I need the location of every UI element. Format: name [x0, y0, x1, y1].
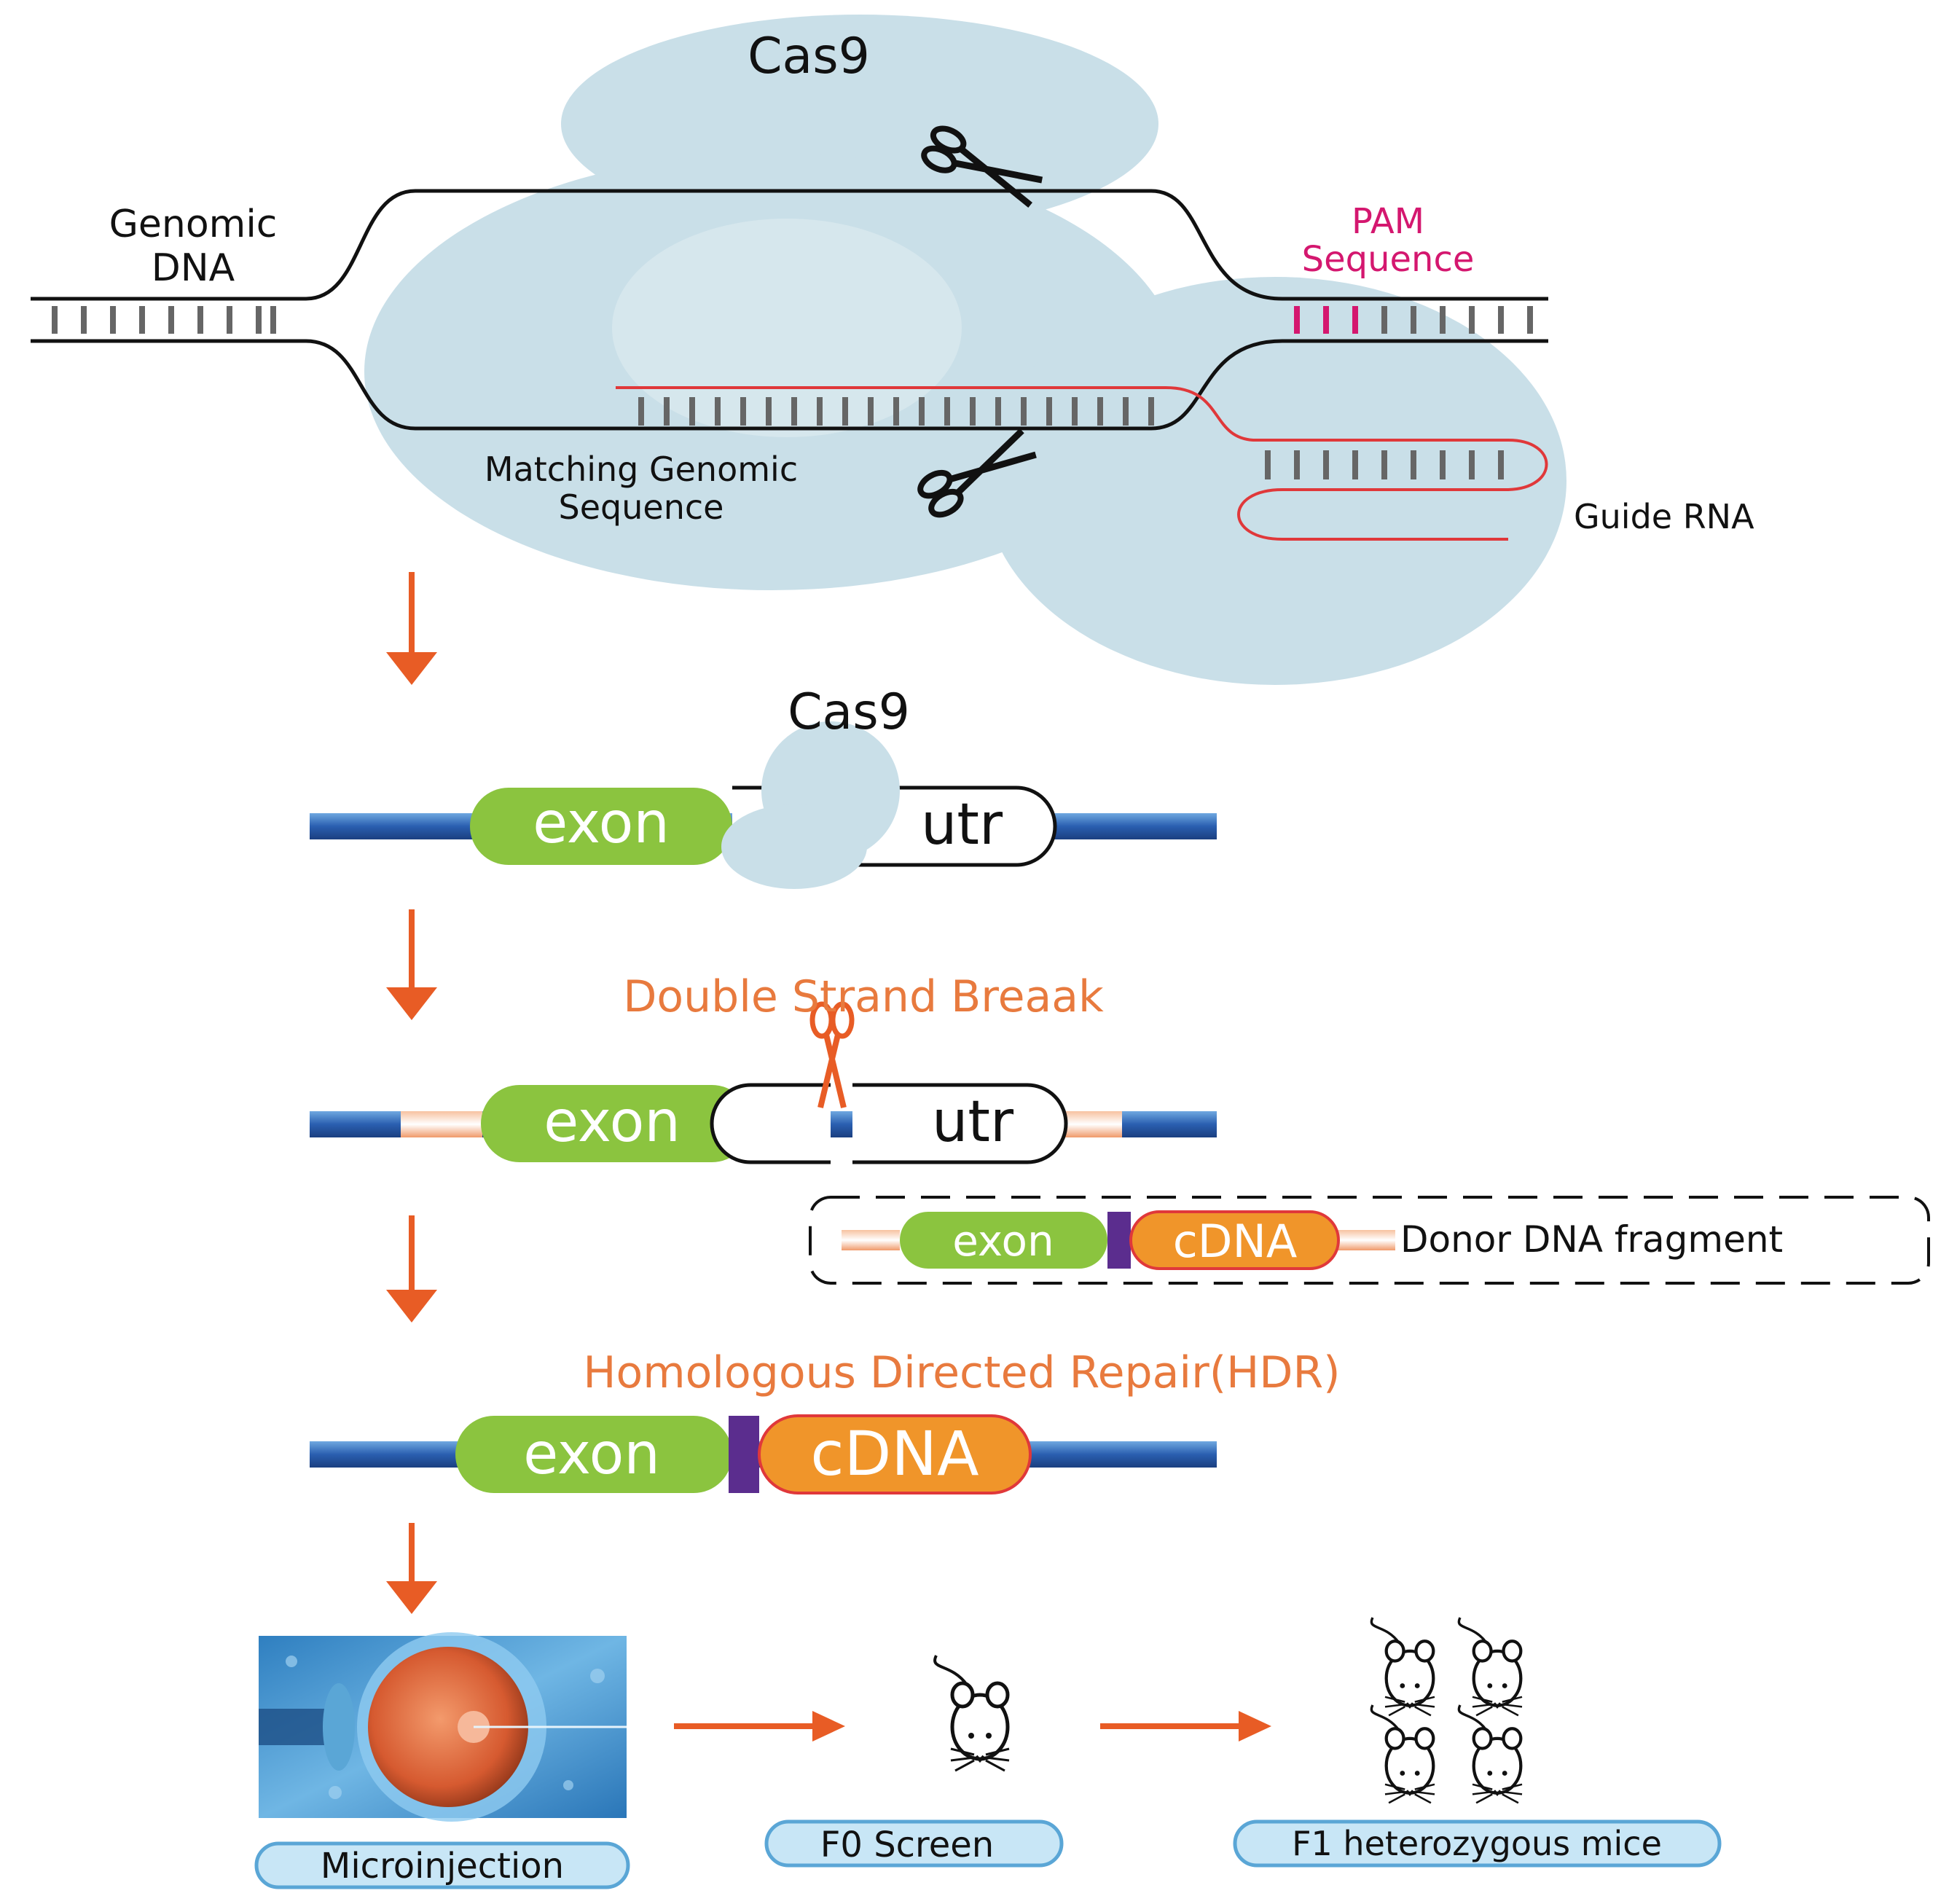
mouse-icon — [935, 1656, 1009, 1771]
genomic-dna-label: Genomic — [109, 203, 278, 246]
process-arrow — [674, 1711, 1271, 1742]
matching-genomic-sequence-label: Matching Genomic — [485, 450, 798, 489]
donor-cdna-label: cDNA — [1173, 1215, 1298, 1268]
f1-heterozygous-mice-label-box: F1 heterozygous mice — [1233, 1819, 1722, 1868]
matching-sequence-base-pairs — [638, 397, 1154, 426]
pam-base-pairs — [1294, 306, 1358, 334]
microinjection-label-box: Microinjection — [254, 1841, 630, 1889]
exon-label: exon — [544, 1089, 681, 1155]
f1-heterozygous-mice-label: F1 heterozygous mice — [1292, 1824, 1662, 1863]
guide-rna-label: Guide RNA — [1574, 497, 1754, 536]
guide-rna-strand — [616, 386, 1548, 541]
cas9-label: Cas9 — [748, 28, 870, 85]
hdr-title: Homologous Directed Repair(HDR) — [583, 1347, 1340, 1398]
donor-exon-label: exon — [952, 1216, 1054, 1266]
utr-label: utr — [921, 792, 1003, 858]
pam-sequence-label: PAM — [1352, 201, 1424, 242]
scissors-icon — [917, 428, 1037, 518]
bottom-workflow: Microinjection F0 Screen F1 heterozygous… — [254, 1618, 1722, 1889]
cdna-label: cDNA — [810, 1418, 979, 1489]
exon-label: exon — [523, 1422, 660, 1487]
genomic-dna-base-pairs-right — [1381, 306, 1533, 334]
cas9-label: Cas9 — [788, 683, 910, 741]
microinjection-photo — [259, 1632, 627, 1822]
f0-screen-label-box: F0 Screen — [764, 1819, 1064, 1868]
scissors-icon — [921, 125, 1043, 208]
utr-label: utr — [932, 1089, 1014, 1155]
f0-screen-label: F0 Screen — [820, 1825, 994, 1865]
genomic-dna-strands — [31, 189, 1548, 431]
pam-sequence-label: Sequence — [1302, 239, 1475, 280]
flow-arrows — [386, 572, 437, 1614]
genomic-dna-label: DNA — [152, 246, 235, 290]
matching-genomic-sequence-label: Sequence — [559, 487, 724, 527]
cas9-protein-blob — [364, 15, 1566, 685]
donor-dna-fragment-label: Donor DNA fragment — [1400, 1218, 1783, 1261]
cas9-complex-panel: Cas9 Genomic DNA PAM Sequence Matching G… — [31, 15, 1754, 685]
exon-label: exon — [533, 791, 670, 856]
mice-group-icon — [1371, 1618, 1522, 1803]
cas9-protein-small — [721, 721, 900, 889]
donor-dna-fragment: exon cDNA Donor DNA fragment — [809, 1196, 1930, 1285]
genomic-dna-base-pairs-left — [52, 306, 276, 334]
guide-rna-hairpin-base-pairs — [1265, 450, 1504, 479]
hdr-panel: Homologous Directed Repair(HDR) exon cDN… — [310, 1347, 1341, 1494]
double-strand-break-title: Double Strand Breaak — [623, 971, 1104, 1022]
cas9-targeting-panel: Cas9 exon utr — [310, 683, 1217, 889]
scissors-icon — [809, 1001, 855, 1108]
double-strand-break-panel: Double Strand Breaak exon utr — [310, 971, 1217, 1164]
microinjection-label: Microinjection — [321, 1846, 564, 1887]
